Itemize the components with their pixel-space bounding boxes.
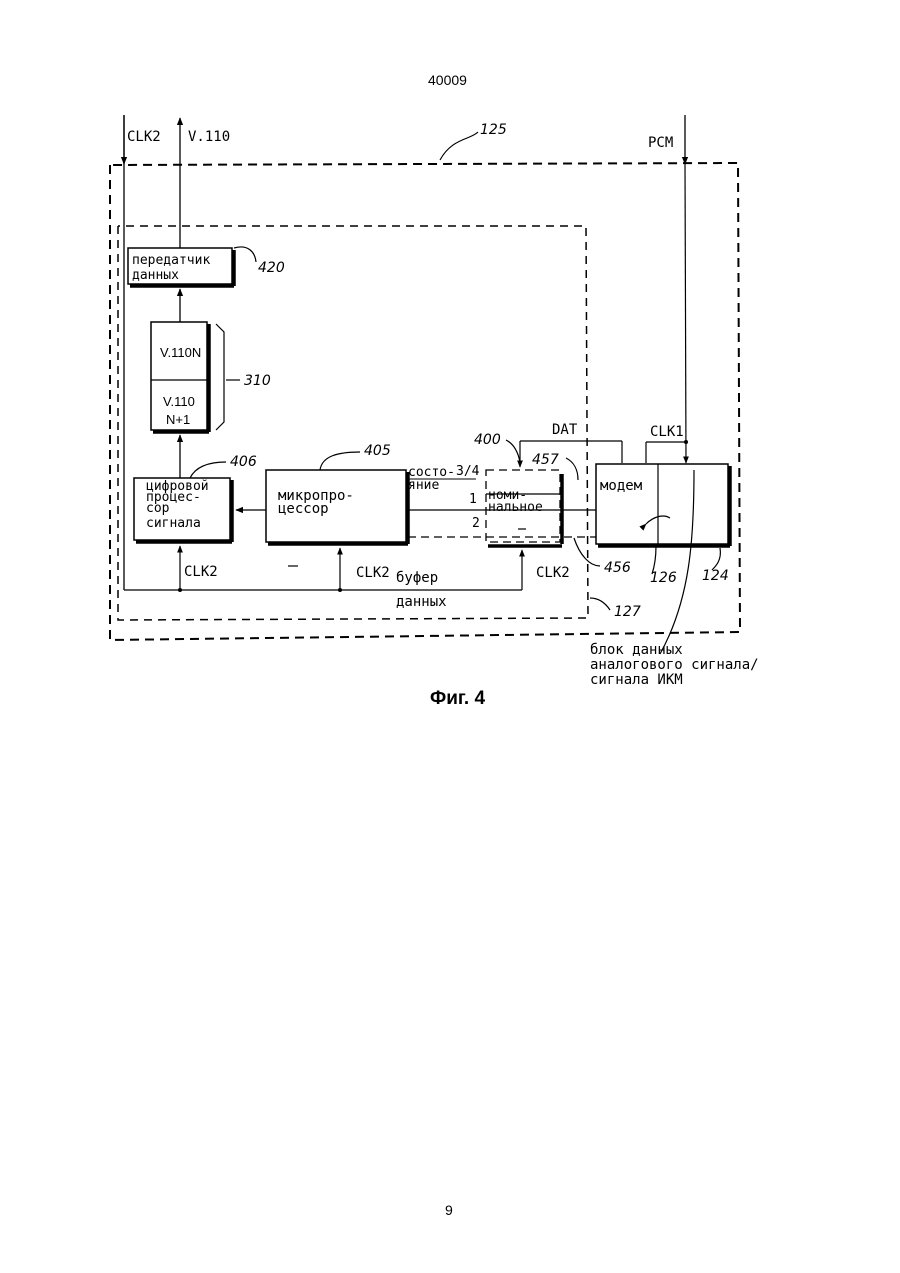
nominal-line2: нальное: [488, 500, 543, 515]
modem-label: модем: [600, 478, 643, 494]
ref-405: 405: [364, 443, 391, 459]
microprocessor-line2: цессор: [278, 501, 329, 517]
signal-clk2-in: CLK2: [127, 129, 161, 145]
signal-clk1: CLK1: [650, 424, 684, 440]
state-row-2: 2: [472, 516, 480, 531]
state-label-line2: яние: [408, 478, 439, 493]
signal-v110-out: V.110: [188, 129, 230, 145]
figure-caption: Фиг. 4: [430, 688, 485, 710]
ref-126: 126: [650, 570, 677, 586]
ref-406: 406: [230, 454, 257, 470]
analog-block-line2: аналогового сигнала/: [590, 657, 759, 673]
data-buffer-line2: данных: [396, 594, 447, 610]
analog-block-line1: блок данных: [590, 642, 683, 658]
state-row-1: 1: [469, 492, 477, 507]
analog-block-line3: сигнала ИКМ: [590, 672, 683, 688]
ref-457: 457: [532, 452, 559, 468]
block-diagram: CLK2 V.110 PCM 125 передатчик данных 420…: [0, 0, 900, 720]
signal-pcm-in: PCM: [648, 135, 673, 151]
ref-124: 124: [702, 568, 729, 584]
data-buffer-line1: буфер: [396, 570, 438, 586]
buffer-slot-v110-line1: V.110: [163, 394, 195, 409]
signal-clk2-c: CLK2: [536, 565, 570, 581]
transmitter-line2: данных: [132, 268, 179, 283]
dsp-line4: сигнала: [146, 516, 201, 531]
dsp-line3: сор: [146, 501, 170, 516]
state-value: 3/4: [456, 464, 480, 479]
ref-456: 456: [604, 560, 631, 576]
ref-127: 127: [614, 604, 641, 620]
ref-400: 400: [474, 432, 501, 448]
ref-310: 310: [244, 373, 271, 389]
transmitter-line1: передатчик: [132, 253, 210, 268]
buffer-slot-v110n: V.110N: [160, 345, 201, 360]
ref-420: 420: [258, 260, 285, 276]
ref-125: 125: [480, 122, 507, 138]
signal-dat: DAT: [552, 422, 578, 438]
signal-clk2-b: CLK2: [356, 565, 390, 581]
page-number: 9: [445, 1202, 453, 1218]
buffer-slot-v110-line2: N+1: [166, 412, 190, 427]
modem-block: [596, 464, 728, 544]
signal-clk2-a: CLK2: [184, 564, 218, 580]
